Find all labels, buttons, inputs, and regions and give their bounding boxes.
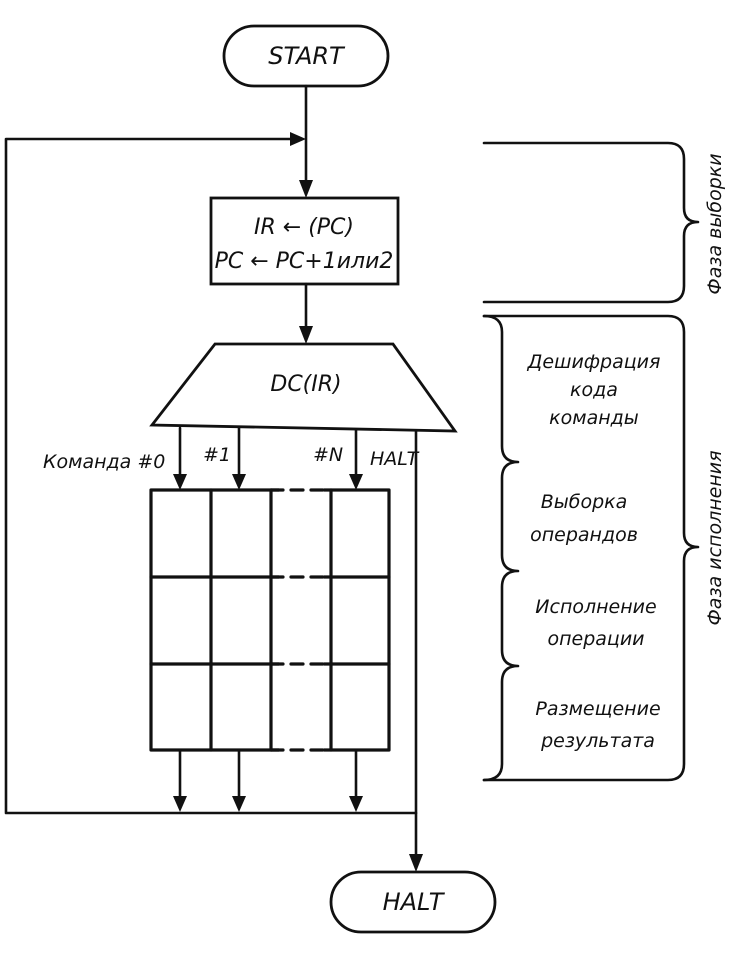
arrowhead: [232, 796, 246, 812]
arrowhead: [299, 326, 313, 344]
decoder-label: DC(IR): [270, 372, 341, 397]
step-store-line-1: Размещение: [535, 698, 660, 720]
start-terminal: START: [222, 24, 390, 88]
halt-terminal-label: HALT: [383, 888, 446, 916]
fetch-line-2: PC ← PC+1или2: [215, 249, 394, 274]
fetch-line-1: IR ← (PC): [254, 215, 354, 240]
loop-back-line: [4, 137, 418, 815]
step-braces: [482, 314, 520, 782]
arrowhead: [349, 796, 363, 812]
step-operands-line-2: операндов: [530, 524, 638, 546]
arrowhead: [409, 854, 423, 872]
start-label: START: [268, 42, 346, 70]
phase-execute-brace: [482, 314, 700, 782]
branch-label-cmd0: Команда #0: [43, 451, 165, 473]
branch-label-halt: HALT: [370, 448, 420, 470]
step-execute-line-1: Исполнение: [535, 596, 656, 618]
fetch-box: IR ← (PC) PC ← PC+1или2: [209, 196, 400, 286]
arrowhead: [299, 180, 313, 198]
arrowhead: [173, 474, 187, 490]
arrowhead: [232, 474, 246, 490]
phase-fetch-label: Фаза выборки: [704, 153, 726, 294]
step-operands-line-1: Выборка: [541, 491, 628, 513]
arrowhead: [173, 796, 187, 812]
branch-label-cmdN: #N: [313, 444, 343, 466]
phase-execute-label: Фаза исполнения: [704, 450, 726, 625]
step-decode-line-2: кода: [570, 379, 618, 401]
execution-grid: [149, 484, 391, 756]
step-execute-line-2: операции: [547, 628, 644, 650]
step-decode-line-1: Дешифрация: [527, 351, 661, 373]
branch-label-cmd1: #1: [203, 444, 231, 466]
phase-fetch-brace: [482, 141, 700, 304]
decoder: DC(IR): [149, 342, 458, 433]
step-store-line-2: результата: [540, 730, 655, 752]
step-decode-line-3: команды: [549, 407, 639, 429]
halt-terminal: HALT: [329, 870, 497, 934]
arrowhead: [349, 474, 363, 490]
loop-arrowhead: [290, 132, 306, 146]
